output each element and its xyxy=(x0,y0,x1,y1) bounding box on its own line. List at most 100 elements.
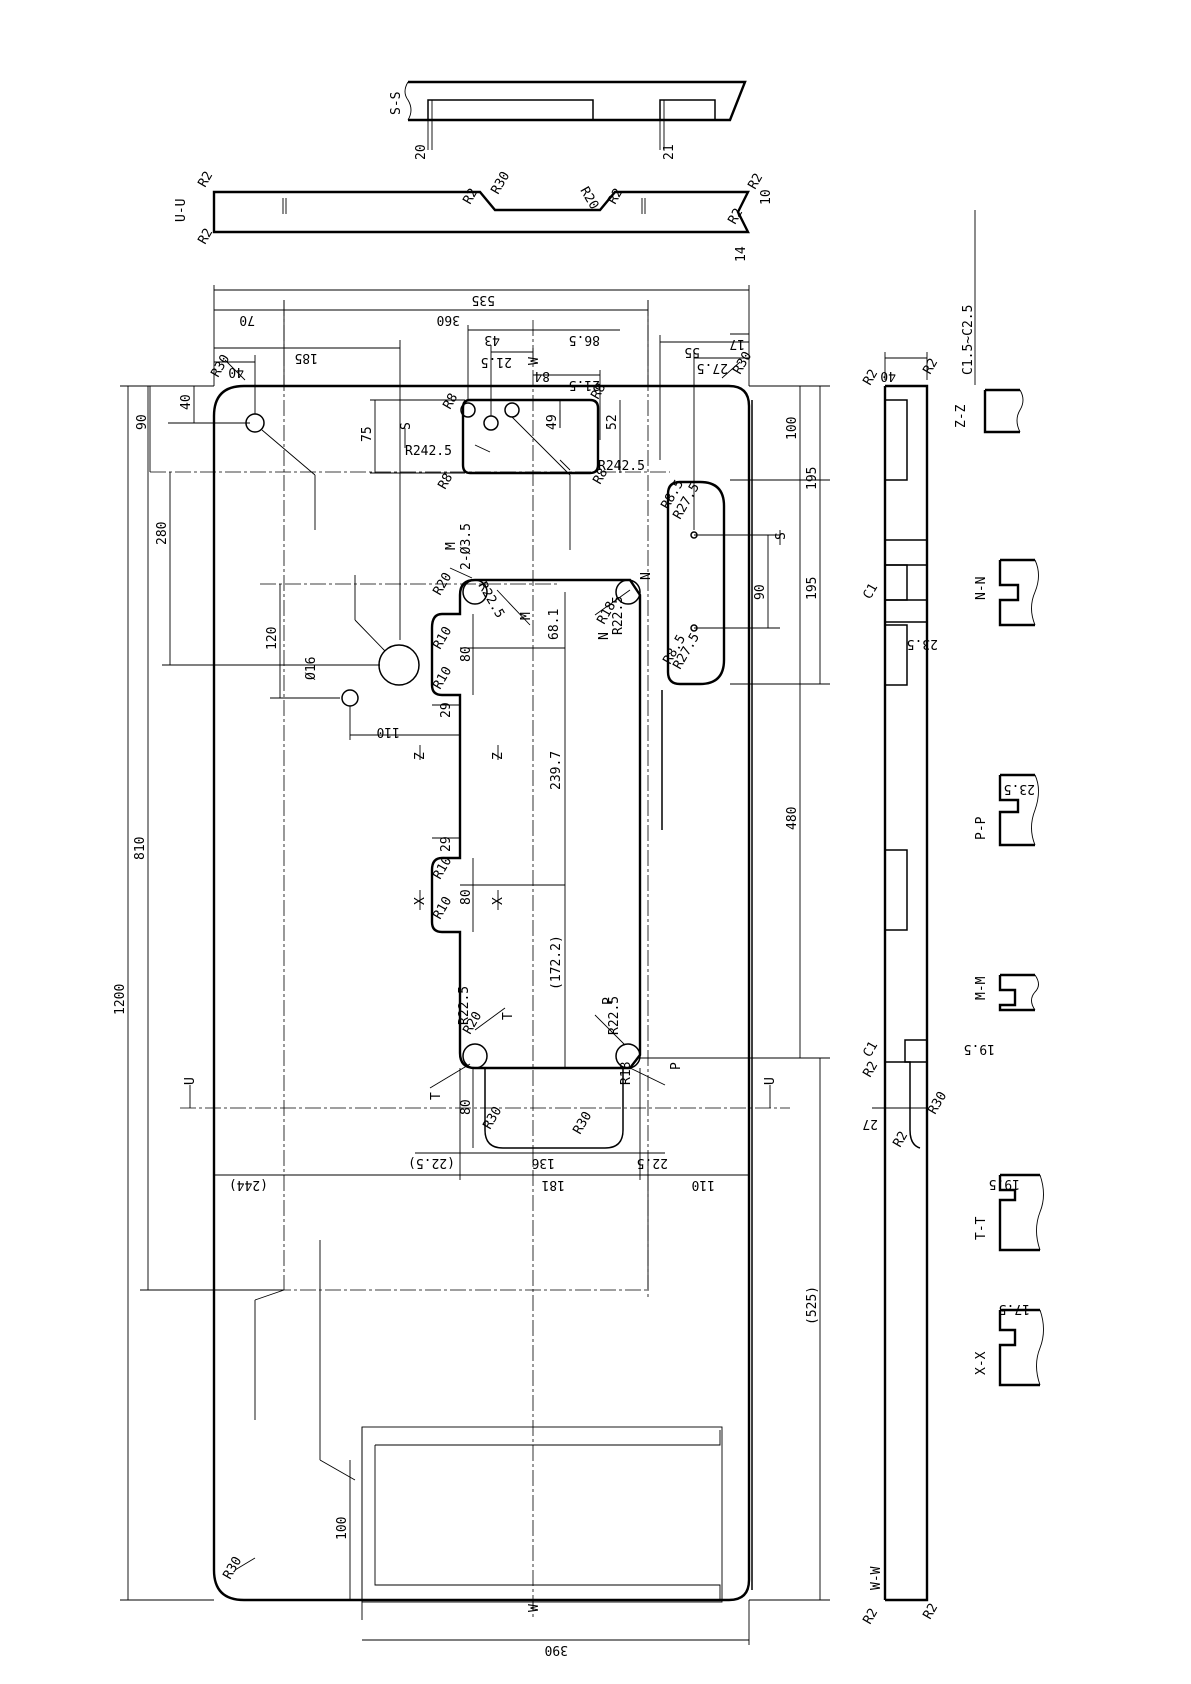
tt-dim: 19.5 xyxy=(989,1176,1020,1191)
dim-280: 280 xyxy=(155,522,170,545)
r30-uu-1: R30 xyxy=(488,169,513,197)
dim-195b: 195 xyxy=(805,577,820,600)
marker-w-1: W xyxy=(527,1604,542,1612)
marker-p-2: P xyxy=(669,1062,684,1070)
section-uu: U-U R2 R2 R2 R30 R20 R2 R2 R2 10 14 xyxy=(174,169,774,262)
dim-ss-20: 20 xyxy=(414,144,429,160)
r242-5a: R242.5 xyxy=(405,444,452,459)
dimension-text: 535 70 360 185 40 43 86.5 21.5 84 21.5 5… xyxy=(113,292,820,1657)
mm-dim: 19.5 xyxy=(964,1041,995,1056)
side-dim-40: 40 xyxy=(880,368,896,383)
dim-172-2: (172.2) xyxy=(549,935,564,990)
marker-z-1: Z xyxy=(413,752,428,760)
dim-55: 55 xyxy=(684,344,700,359)
large-hole: Ø16 xyxy=(304,575,460,740)
dim-1200: 1200 xyxy=(113,984,128,1015)
dim-17: 17 xyxy=(729,336,745,351)
side-view: 40 27 R2 R2 R2 R2 R30 C1 C1 R2 R2 W-W C1… xyxy=(860,210,976,1627)
dim-43: 43 xyxy=(484,332,500,347)
dim-535: 535 xyxy=(472,292,495,307)
dim-uu-10: 10 xyxy=(759,189,774,205)
r18b: R18 xyxy=(619,1062,634,1085)
r20-uu: R20 xyxy=(577,185,602,213)
marker-x-1: X xyxy=(413,897,428,905)
r22-5c: R22.5 xyxy=(457,986,472,1025)
r30-bottom-left: R30 xyxy=(220,1554,245,1582)
r20-opening: R20 xyxy=(430,570,455,598)
dim-390: 390 xyxy=(545,1642,568,1657)
r2-uu-6: R2 xyxy=(725,206,746,227)
r2-uu-3: R2 xyxy=(460,186,481,207)
dim-68-1: 68.1 xyxy=(547,609,562,640)
marker-u-1: U xyxy=(183,1077,198,1085)
marker-n-2: N xyxy=(639,572,654,580)
dim-21-5b: 21.5 xyxy=(569,377,600,392)
section-ss: S-S 20 21 xyxy=(389,80,747,160)
label-ss: S-S xyxy=(389,92,404,115)
r10b: R10 xyxy=(430,664,455,692)
section-profiles: Z-Z N-N 23.5 P-P 23.5 M-M 19.5 T-T 19.5 … xyxy=(907,388,1044,1387)
side-r2-4: R2 xyxy=(890,1129,911,1150)
label-tt: T-T xyxy=(974,1216,989,1240)
r22-5b: R22.5 xyxy=(611,596,626,635)
dim-uu-14: 14 xyxy=(734,246,749,262)
dim-70: 70 xyxy=(239,312,255,327)
detail-lines xyxy=(254,690,663,1481)
marker-z-2: Z xyxy=(491,752,506,760)
dim-75: 75 xyxy=(360,426,375,442)
dim-110-bottom: 110 xyxy=(692,1177,715,1192)
dim-27-5: 27.5 xyxy=(697,360,728,375)
marker-w-2: W xyxy=(527,357,542,365)
r8a: R8 xyxy=(440,391,461,412)
marker-s-2: S xyxy=(774,532,789,540)
dim-136: 136 xyxy=(532,1155,555,1170)
dim-100-right: 100 xyxy=(785,417,800,440)
dim-110-inner: 110 xyxy=(377,724,400,739)
marker-t-2: T xyxy=(429,1092,444,1100)
dim-360: 360 xyxy=(437,312,460,327)
marker-x-2: X xyxy=(491,897,506,905)
label-uu: U-U xyxy=(174,199,189,222)
side-r2-5: R2 xyxy=(860,1606,881,1627)
dim-810: 810 xyxy=(133,837,148,860)
r30-top-right: R30 xyxy=(730,349,755,377)
marker-u-2: U xyxy=(763,1077,778,1085)
dim-29a: 29 xyxy=(439,702,454,718)
dim-21-5a: 21.5 xyxy=(481,354,512,369)
dim-120: 120 xyxy=(265,627,280,650)
marker-n-1: N xyxy=(597,632,612,640)
r2-uu-5: R2 xyxy=(745,171,766,192)
label-zz: Z-Z xyxy=(954,404,969,428)
r242-5b: R242.5 xyxy=(598,459,645,474)
dim-100-bottom: 100 xyxy=(335,1517,350,1540)
label-pp: P-P xyxy=(974,816,989,840)
r2-uu-2: R2 xyxy=(195,226,216,247)
dim-525: (525) xyxy=(805,1286,820,1325)
dim-ss-21: 21 xyxy=(662,144,677,160)
dim-185: 185 xyxy=(295,350,318,365)
side-r2-6: R2 xyxy=(920,1601,941,1622)
chamfer-note: C1.5~C2.5 xyxy=(961,305,976,375)
marker-m-1: M xyxy=(444,542,459,550)
r22-5a: R22.5 xyxy=(475,580,508,621)
dim-90: 90 xyxy=(135,414,150,430)
side-r2-2: R2 xyxy=(920,356,941,377)
dim-22-5a: (22.5) xyxy=(408,1155,455,1170)
label-xx: X-X xyxy=(974,1351,989,1375)
pp-dim: 23.5 xyxy=(1004,781,1035,796)
side-c1-1: C1 xyxy=(860,581,881,602)
marker-t-1: T xyxy=(501,1012,516,1020)
marker-s-1: S xyxy=(399,422,414,430)
r2-uu-4: R2 xyxy=(605,186,626,207)
r30-bump-right: R30 xyxy=(570,1109,595,1137)
dim-181: 181 xyxy=(542,1177,565,1192)
needle-plate-opening xyxy=(430,578,642,1149)
dim-40: 40 xyxy=(228,364,244,379)
dim-29b: 29 xyxy=(439,836,454,852)
dim-244: (244) xyxy=(229,1177,268,1192)
dim-80c: 80 xyxy=(459,1099,474,1115)
marker-p-1: P xyxy=(601,997,616,1005)
dim-86-5: 86.5 xyxy=(569,332,600,347)
dim-22-5b: 22.5 xyxy=(637,1155,668,1170)
